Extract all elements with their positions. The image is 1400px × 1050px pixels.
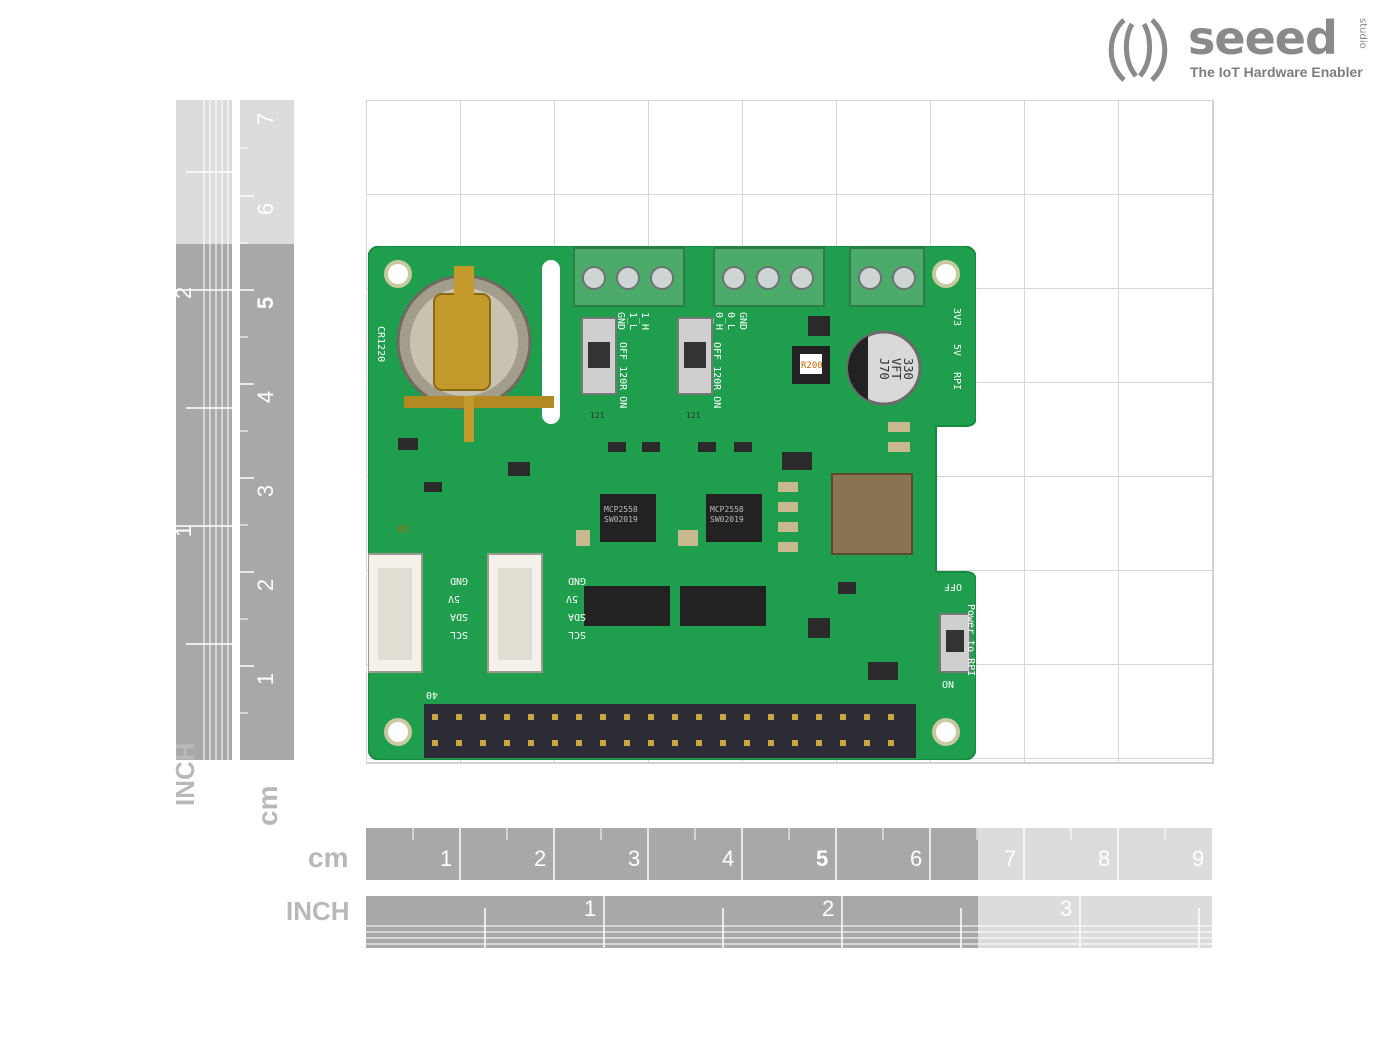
grove2-5v: 5V xyxy=(566,593,578,604)
terminal2-h: 0_H xyxy=(713,312,724,330)
header-number: 40 xyxy=(426,689,438,700)
cap-text-2: VFT xyxy=(889,358,903,380)
seeed-logo: seeed studio The IoT Hardware Enabler xyxy=(1098,11,1388,86)
switch2-label: OFF 120R ON xyxy=(711,342,722,408)
h-cm-tick-8: 8 xyxy=(1098,846,1111,871)
switch1-label: OFF 120R ON xyxy=(617,342,628,408)
horizontal-inch-ruler: 1 2 3 xyxy=(366,896,1212,948)
h-inch-tick-3: 3 xyxy=(1060,896,1073,921)
h-cm-tick-7: 7 xyxy=(1004,846,1017,871)
logo-brand: seeed xyxy=(1188,11,1338,65)
power-off-label: OFF xyxy=(944,581,962,592)
v-inch-tick-2: 2 xyxy=(171,286,197,300)
h-cm-tick-5: 5 xyxy=(816,846,829,871)
power-to-rpi-label: Power to RPI xyxy=(965,604,976,676)
chip2-line2: SW02019 xyxy=(710,515,744,524)
power-on-label: ON xyxy=(942,680,954,691)
logo-studio: studio xyxy=(1357,18,1368,49)
vertical-inch-label: INCH xyxy=(170,742,200,806)
horizontal-cm-label: cm xyxy=(308,842,349,873)
v-cm-tick-4: 4 xyxy=(253,390,279,404)
h-cm-tick-9: 9 xyxy=(1192,846,1205,871)
led-rpi: RPI xyxy=(951,372,962,390)
vertical-cm-ruler: 7 6 5 4 3 2 1 xyxy=(240,100,294,760)
resistor-121-a: 121 xyxy=(590,411,605,420)
rz-label: RZ xyxy=(398,525,409,535)
v-cm-tick-5: 5 xyxy=(253,296,279,310)
h-cm-tick-6: 6 xyxy=(910,846,923,871)
chip1-line1: MCP2558 xyxy=(604,505,638,514)
cap-text-3: J70 xyxy=(877,358,891,380)
led-5v: 5V xyxy=(951,344,962,356)
v-cm-tick-2: 2 xyxy=(253,578,279,592)
v-cm-tick-1: 1 xyxy=(253,672,279,686)
terminal1-h: 1_H xyxy=(639,312,650,330)
grove1-5v: 5V xyxy=(448,593,460,604)
v-cm-tick-6: 6 xyxy=(253,202,279,216)
can-bus-hat-board: CR1220 GND 1_L 1_H OFF 120R ON 0_H 0_L G… xyxy=(367,245,977,761)
grove1-sda: SDA xyxy=(450,611,468,622)
terminal1-l: 1_L xyxy=(627,312,638,330)
terminal2-gnd: GND xyxy=(737,312,748,330)
vertical-inch-ruler: 2 1 xyxy=(171,100,232,760)
terminal1-gnd: GND xyxy=(615,312,626,330)
seeed-logo-mark xyxy=(1108,18,1168,82)
h-inch-tick-1: 1 xyxy=(584,896,597,921)
grove1-scl: SCL xyxy=(450,629,468,640)
grove2-scl: SCL xyxy=(568,629,586,640)
grove2-gnd: GND xyxy=(568,575,586,586)
resistor-121-b: 121 xyxy=(686,411,701,420)
horizontal-inch-label: INCH xyxy=(286,896,350,926)
h-cm-tick-2: 2 xyxy=(534,846,547,871)
v-inch-tick-1: 1 xyxy=(171,524,197,538)
logo-tagline: The IoT Hardware Enabler xyxy=(1190,64,1363,80)
v-cm-tick-3: 3 xyxy=(253,484,279,498)
battery-label: CR1220 xyxy=(375,326,386,362)
grove1-gnd: GND xyxy=(450,575,468,586)
v-cm-tick-7: 7 xyxy=(253,112,279,126)
h-cm-tick-3: 3 xyxy=(628,846,641,871)
cap-text-1: 330 xyxy=(901,358,915,380)
chip1-line2: SW02019 xyxy=(604,515,638,524)
led-3v3: 3V3 xyxy=(951,308,962,326)
inductor-text: R200 xyxy=(801,361,823,371)
grove2-sda: SDA xyxy=(568,611,586,622)
terminal2-l: 0_L xyxy=(725,312,736,330)
h-cm-tick-4: 4 xyxy=(722,846,735,871)
horizontal-cm-ruler: 1 2 3 4 5 6 7 8 9 xyxy=(366,828,1212,880)
h-inch-tick-2: 2 xyxy=(822,896,835,921)
h-cm-tick-1: 1 xyxy=(440,846,453,871)
chip2-line1: MCP2558 xyxy=(710,505,744,514)
vertical-cm-label: cm xyxy=(252,785,283,826)
